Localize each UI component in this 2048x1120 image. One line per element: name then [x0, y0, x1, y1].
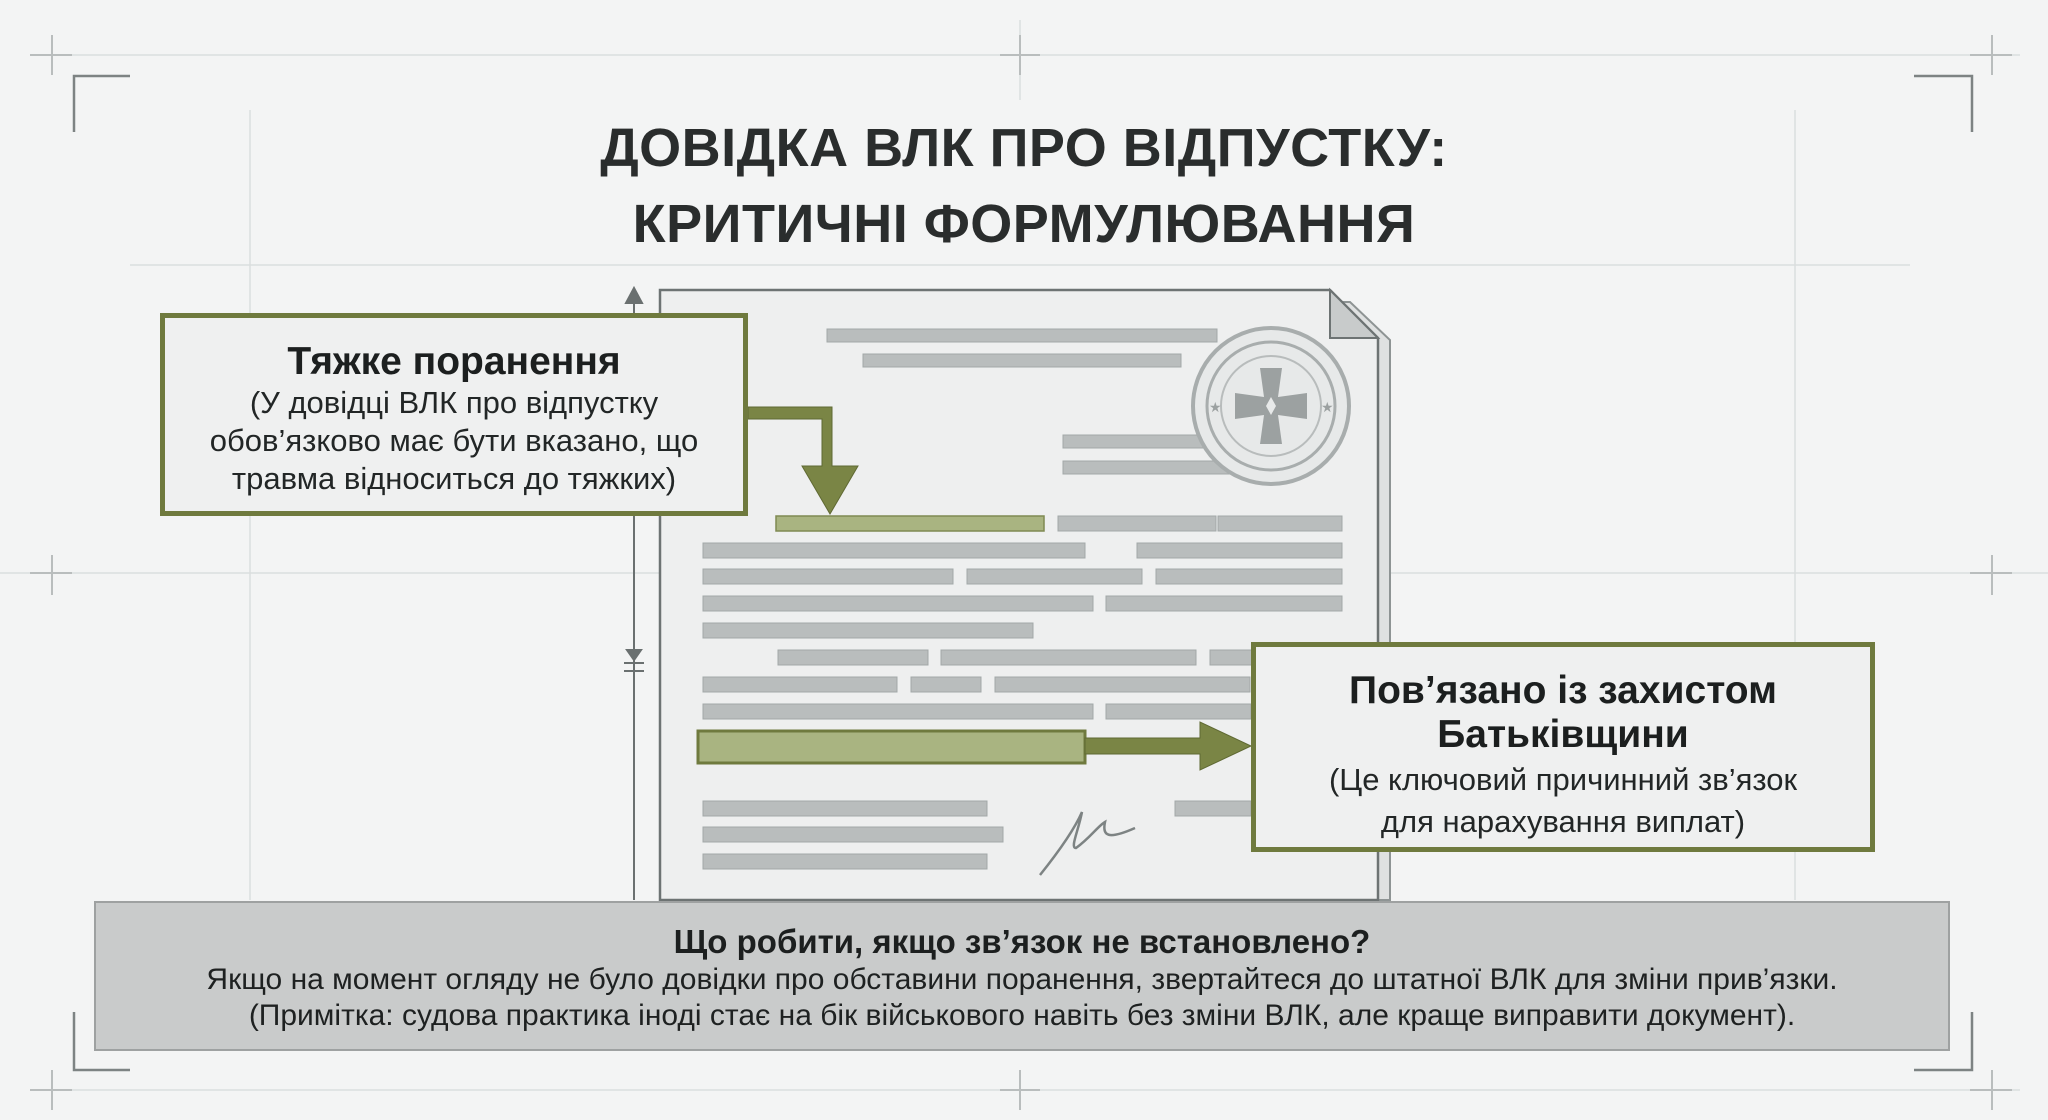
callout-body-line: обов’язково має бути вказано, що	[209, 423, 699, 458]
title-line-1: ДОВІДКА ВЛК ПРО ВІДПУСТКУ:	[600, 118, 1448, 178]
homeland-defense-callout: Пов’язано із захистом Батьківщини (Це кл…	[1251, 642, 1875, 852]
callout-body-line: для нарахування виплат)	[1380, 804, 1746, 839]
svg-text:★: ★	[1321, 400, 1334, 416]
callout-title-line: Пов’язано із захистом	[1349, 669, 1777, 712]
page-title: ДОВІДКА ВЛК ПРО ВІДПУСТКУ: КРИТИЧНІ ФОРМ…	[0, 110, 2048, 262]
highlight-severe-injury	[775, 515, 1045, 532]
military-cross-stamp-icon: ★ ★	[1191, 326, 1351, 486]
document-lines	[702, 328, 1343, 870]
callout-body-line: (Це ключовий причинний зв’язок	[1328, 762, 1798, 797]
callout-title: Тяжке поранення	[287, 340, 621, 383]
what-to-do-question: Що робити, якщо зв’язок не встановлено?	[673, 923, 1371, 960]
crosshair-marks	[30, 35, 2012, 1110]
signature-icon	[1039, 811, 1136, 876]
severe-injury-callout: Тяжке поранення (У довідці ВЛК про відпу…	[160, 313, 748, 516]
callout-body-line: травма відноситься до тяжких)	[231, 461, 677, 496]
callout-body-line: (У довідці ВЛК про відпустку	[249, 385, 659, 420]
callout-title-line: Батьківщини	[1437, 713, 1689, 756]
what-to-do-box: Що робити, якщо зв’язок не встановлено? …	[94, 901, 1950, 1051]
arrow-right-icon	[1084, 721, 1253, 771]
title-line-2: КРИТИЧНІ ФОРМУЛЮВАННЯ	[632, 194, 1416, 254]
callout-arrows	[747, 406, 1253, 771]
corner-brackets	[72, 74, 1974, 1072]
what-to-do-note: (Примітка: судова практика іноді стає на…	[248, 999, 1796, 1032]
svg-text:★: ★	[1209, 400, 1222, 416]
arrow-down-icon	[747, 406, 859, 515]
what-to-do-text: Якщо на момент огляду не було довідки пр…	[206, 963, 1838, 996]
highlight-lines	[696, 515, 1087, 765]
highlight-homeland-defense	[696, 729, 1087, 765]
